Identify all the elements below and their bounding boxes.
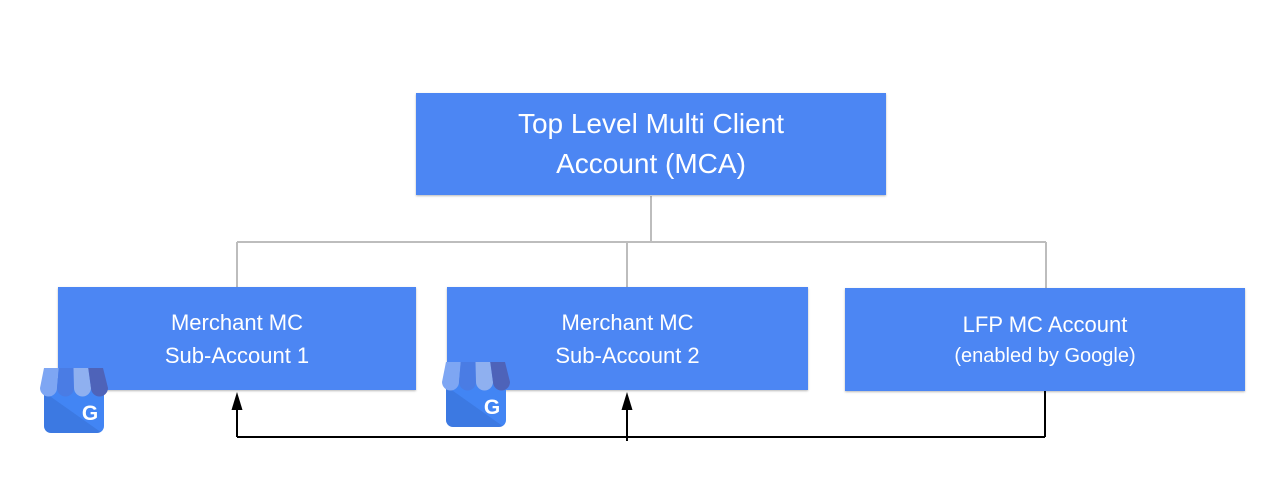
node-label-line: LFP MC Account: [962, 312, 1128, 337]
node-label-line: (enabled by Google): [954, 345, 1136, 367]
arrow-head-merchant1: [231, 392, 243, 410]
node-merchant-sub-account-1: Merchant MC Sub-Account 1: [58, 287, 416, 390]
lfp-feedback-arrow-path: [236, 391, 1046, 441]
node-label-line: Top Level Multi Client: [517, 108, 785, 139]
node-label-line: Account (MCA): [556, 148, 746, 179]
tree-connector: [236, 196, 1047, 288]
google-my-business-icon: [40, 368, 108, 433]
google-my-business-icon: [442, 362, 510, 427]
node-lfp-mc-account: LFP MC Account (enabled by Google): [845, 288, 1245, 391]
node-top-level-mca: Top Level Multi Client Account (MCA): [416, 93, 886, 195]
node-label-line: Sub-Account 2: [555, 342, 700, 368]
node-label-line: Sub-Account 1: [164, 342, 310, 368]
node-label-line: Merchant MC: [561, 309, 694, 335]
node-label-line: Merchant MC: [170, 309, 304, 335]
arrow-head-merchant2: [621, 392, 633, 410]
